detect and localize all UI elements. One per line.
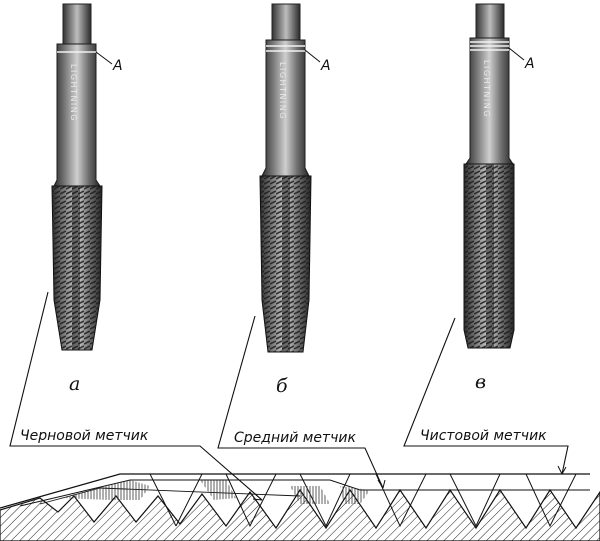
tap-a-leader: [95, 51, 113, 65]
tap-b-brand: LIGHTNING: [278, 62, 287, 120]
tap-a-square-end: [62, 3, 92, 45]
tap-b-flute: [282, 176, 290, 352]
label-finish-tap: Чистовой метчик: [420, 428, 547, 444]
label-rough-tap: Черновой метчик: [20, 428, 149, 444]
callout-middle: [217, 315, 384, 489]
removed-layer-3: [290, 486, 330, 504]
tap-v-letter: в: [475, 371, 486, 393]
removed-layer-2: [200, 480, 236, 500]
tap-b-letter: б: [276, 375, 288, 397]
tap-b-marker: A: [320, 58, 331, 74]
tap-a-letter: а: [69, 373, 80, 395]
tap-a-brand: LIGHTNING: [69, 64, 78, 122]
tap-b: LIGHTNING A б: [259, 3, 331, 397]
removed-layer-4: [340, 486, 370, 504]
label-middle-tap: Средний метчик: [234, 430, 356, 446]
tap-v: LIGHTNING A в: [463, 3, 535, 393]
tap-v-marker: A: [524, 56, 535, 72]
tap-a-marker: A: [112, 58, 123, 74]
tap-v-square-end: [475, 3, 505, 39]
callout-finish: [403, 317, 569, 475]
callout-lines: [9, 291, 569, 501]
tap-a-flute: [72, 186, 80, 350]
tap-v-brand: LIGHTNING: [482, 60, 491, 118]
callout-rough: [9, 291, 263, 501]
tap-b-square-end: [271, 3, 301, 41]
tap-b-leader: [304, 49, 321, 63]
removed-layer-1: [60, 480, 150, 500]
middle-layer-line: [19, 479, 590, 507]
finish-layer-line: [0, 473, 590, 509]
tap-a: LIGHTNING A а: [51, 3, 123, 395]
tap-v-leader: [508, 47, 525, 61]
tap-v-flute: [486, 164, 494, 348]
thread-material: [0, 488, 600, 541]
thread-section: [0, 473, 600, 541]
